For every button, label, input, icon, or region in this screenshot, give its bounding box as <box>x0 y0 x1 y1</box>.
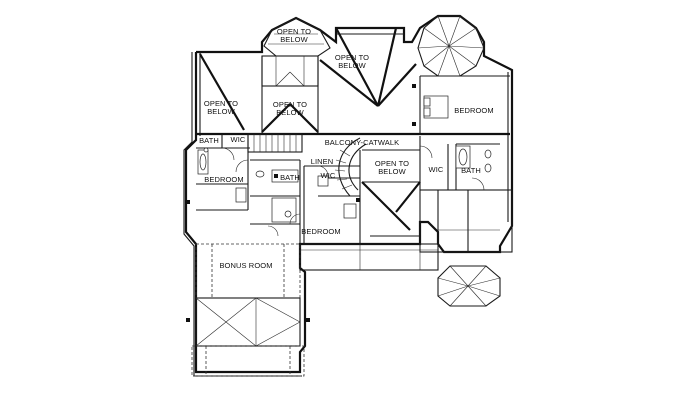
label-line: BELOW <box>338 61 366 70</box>
label-linen: LINEN <box>311 157 334 166</box>
octagon-dome-ne <box>417 15 485 77</box>
balconies <box>299 189 513 271</box>
label-line: OPEN TO <box>335 53 369 62</box>
label-line: OPEN TO <box>277 27 311 36</box>
interior-walls <box>196 75 512 252</box>
label-line: BELOW <box>276 108 304 117</box>
beds <box>186 84 449 219</box>
bonus-wing <box>186 243 310 377</box>
open-below-center <box>319 27 420 135</box>
label-line: OPEN TO <box>273 100 307 109</box>
bath-fixtures <box>197 145 492 223</box>
label-wic-nw: WIC <box>231 135 246 144</box>
label-wic-e: WIC <box>429 165 444 174</box>
label-bath-c: BATH <box>280 173 300 182</box>
octagon-dome-se <box>437 265 501 307</box>
label-bedroom-ne: BEDROOM <box>454 106 493 115</box>
label-bath-e: BATH <box>461 166 481 175</box>
label-bath-nw: BATH <box>199 136 219 145</box>
label-balcony: BALCONY-CATWALK <box>325 138 400 147</box>
staircase <box>247 133 367 197</box>
label-line: BELOW <box>280 35 308 44</box>
open-below-midleft <box>261 55 319 134</box>
label-line: OPEN TO <box>375 159 409 168</box>
label-line: OPEN TO <box>204 99 238 108</box>
octagon-open-top <box>263 17 331 57</box>
label-line: BELOW <box>378 167 406 176</box>
label-line: BELOW <box>207 107 235 116</box>
open-below-left <box>196 53 263 135</box>
label-wic-c: WIC <box>321 171 336 180</box>
label-bonus: BONUS ROOM <box>219 261 272 270</box>
label-bedroom-w: BEDROOM <box>204 175 243 184</box>
doors <box>221 145 485 237</box>
label-bedroom-c: BEDROOM <box>301 227 340 236</box>
